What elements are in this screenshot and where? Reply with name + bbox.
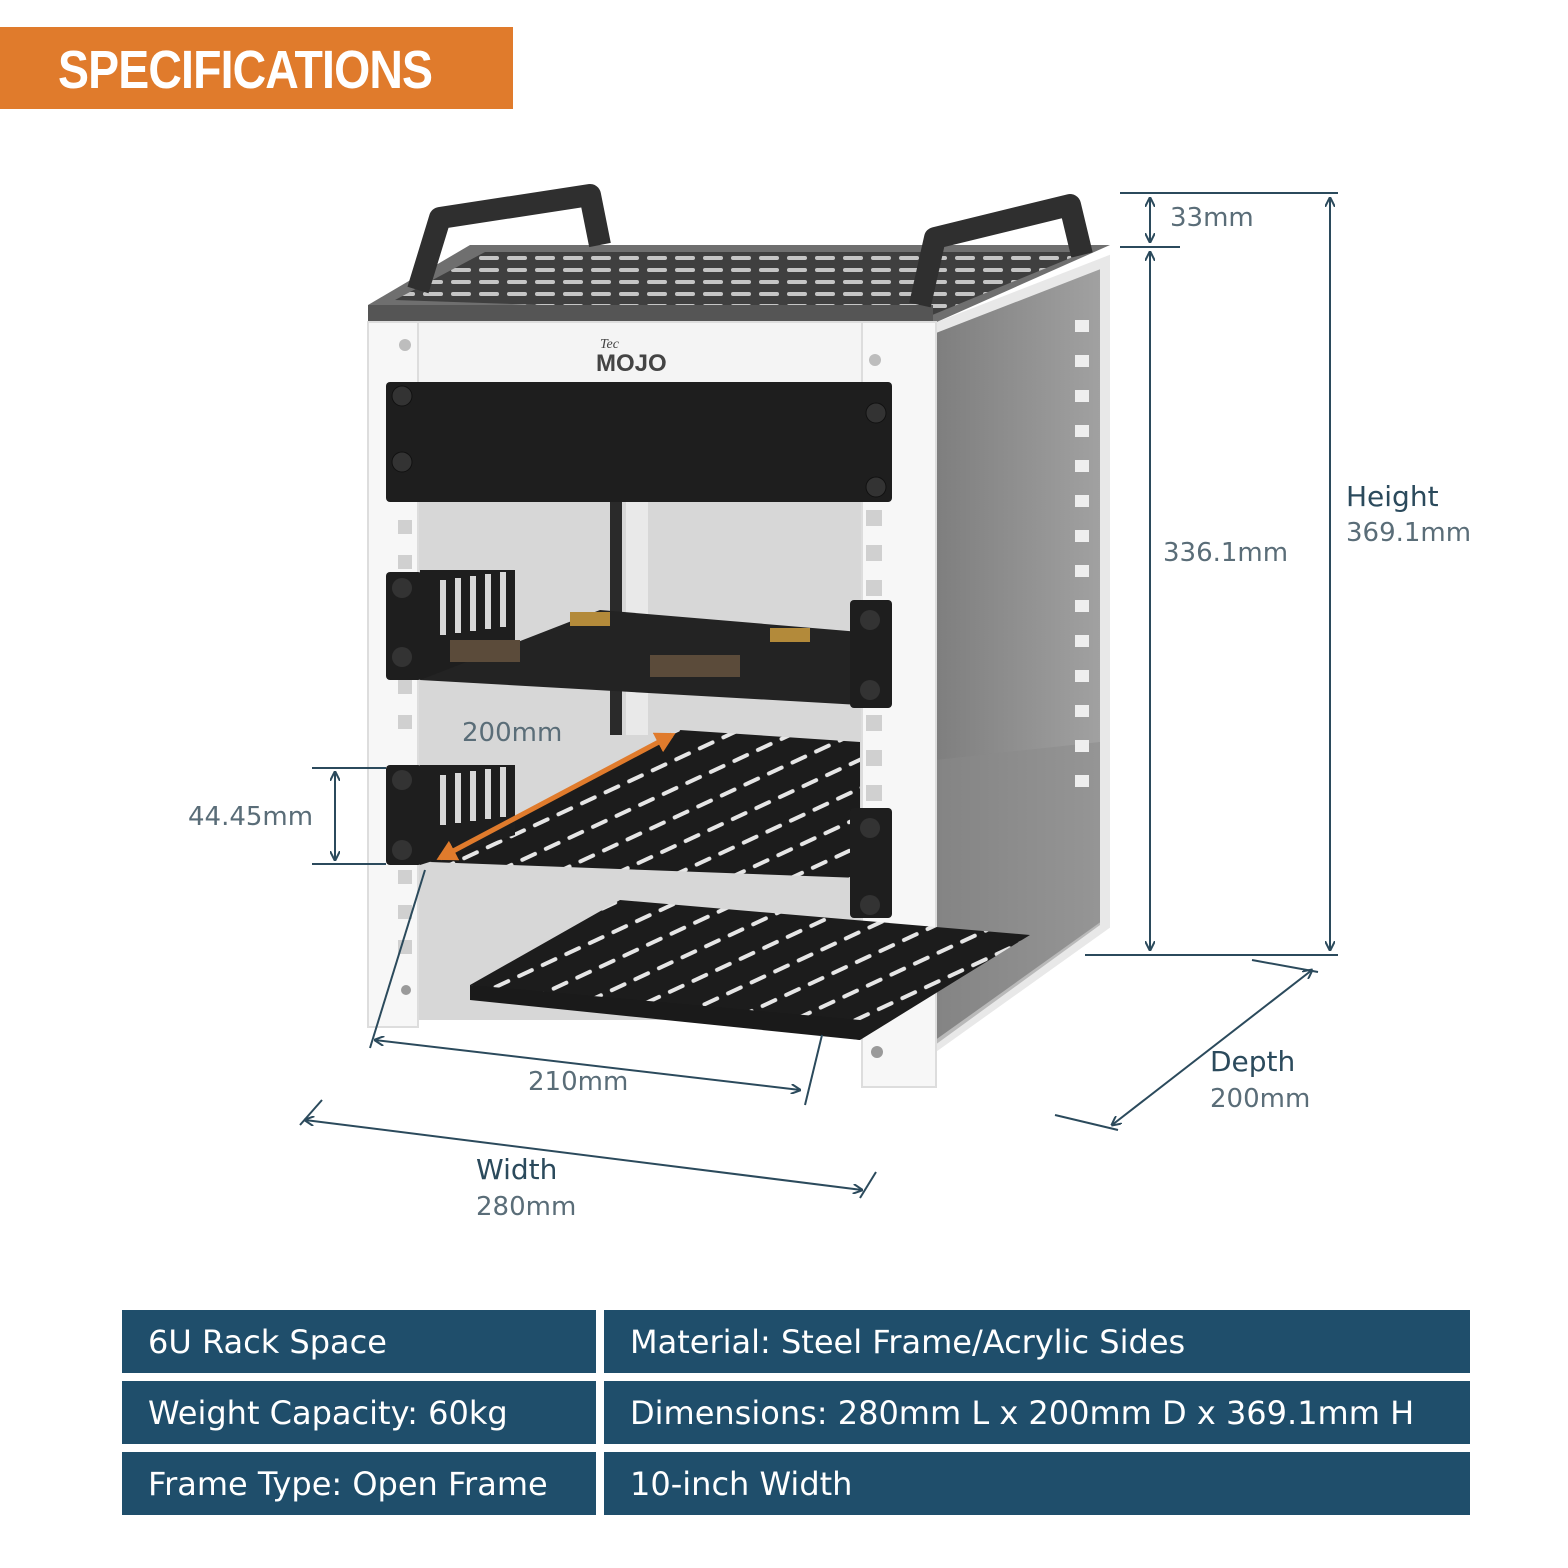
spec-table: 6U Rack Space Material: Steel Frame/Acry… [122,1310,1470,1523]
acrylic-side-panel [925,254,1110,1060]
depth-value: 200mm [1210,1084,1311,1114]
spec-cell: Dimensions: 280mm L x 200mm D x 369.1mm … [604,1381,1470,1444]
spec-cell: 10-inch Width [604,1452,1470,1515]
depth-title: Depth [1210,1045,1296,1078]
banner-title: SPECIFICATIONS [58,40,433,100]
spec-row: Frame Type: Open Frame 10-inch Width [122,1452,1470,1515]
bottom-tray [470,900,1030,1040]
specifications-banner: SPECIFICATIONS [0,27,513,109]
mounted-shelf [386,570,892,708]
height-value: 369.1mm [1346,518,1472,548]
logo-small: Tec [600,337,620,352]
blank-panel [386,382,892,502]
shelf-depth-label: 200mm [462,718,563,748]
top-gap-label: 33mm [1170,203,1254,233]
logo-main: MOJO [596,350,667,377]
height-title: Height [1346,480,1439,513]
unit-height-label: 44.45mm [188,802,314,832]
spec-row: Weight Capacity: 60kg Dimensions: 280mm … [122,1381,1470,1444]
spec-cell: 6U Rack Space [122,1310,596,1373]
shelf-depth-arrow [436,732,676,861]
spec-cell: Material: Steel Frame/Acrylic Sides [604,1310,1470,1373]
spec-row: 6U Rack Space Material: Steel Frame/Acry… [122,1310,1470,1373]
top-handles [407,184,1093,308]
width-title: Width [476,1153,558,1186]
inner-width-label: 210mm [528,1067,629,1097]
rack-figure: Tec MOJO [299,184,1338,1199]
width-value: 280mm [476,1192,577,1222]
dimension-lines [299,192,1338,1199]
inner-height-label: 336.1mm [1163,538,1289,568]
spec-cell: Weight Capacity: 60kg [122,1381,596,1444]
spec-cell: Frame Type: Open Frame [122,1452,596,1515]
